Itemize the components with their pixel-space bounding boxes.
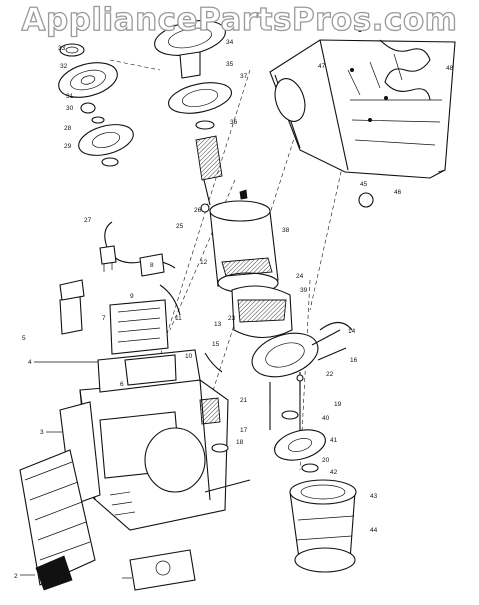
callout-37: 37 [240, 73, 248, 80]
callout-10: 10 [185, 353, 193, 360]
callout-41: 41 [330, 437, 338, 444]
callout-43: 43 [370, 493, 378, 500]
callout-32: 32 [60, 63, 68, 70]
top-housing [269, 27, 456, 179]
callout-36: 36 [230, 119, 238, 126]
callout-leaders [20, 169, 446, 579]
callout-40: 40 [322, 415, 330, 422]
callout-2: 2 [14, 573, 18, 580]
callout-16: 16 [350, 357, 358, 364]
callout-17: 17 [240, 427, 248, 434]
callout-8: 8 [150, 262, 154, 269]
callout-39: 39 [300, 287, 308, 294]
callout-42: 42 [330, 469, 338, 476]
callout-4: 4 [28, 359, 32, 366]
callout-6: 6 [120, 381, 124, 388]
callout-44: 44 [370, 527, 378, 534]
callout-34: 34 [226, 39, 234, 46]
callout-18: 18 [236, 439, 244, 446]
callout-27: 27 [84, 217, 92, 224]
callout-9: 9 [130, 293, 134, 300]
callout-47: 47 [318, 63, 326, 70]
callout-11: 11 [175, 315, 182, 322]
callout-12: 12 [200, 259, 208, 266]
small-hardware [204, 189, 374, 493]
callout-14: 14 [348, 328, 356, 335]
callout-22: 22 [326, 371, 334, 378]
collection-bag [19, 449, 96, 591]
callout-3: 3 [40, 429, 44, 436]
callout-15: 15 [212, 341, 220, 348]
callout-35: 35 [226, 61, 234, 68]
callout-23: 23 [228, 315, 236, 322]
end-bell-assembly [251, 321, 353, 473]
left-disc-stack [58, 43, 134, 167]
power-cord [59, 221, 181, 316]
callout-26: 26 [194, 207, 202, 214]
callout-28: 28 [64, 125, 72, 132]
upper-impeller-stack [154, 20, 232, 206]
lower-drum [289, 479, 357, 573]
callout-19: 19 [334, 401, 342, 408]
callout-7: 7 [102, 315, 106, 322]
bottom-plate [129, 549, 196, 591]
callout-labels: 2 3 4 5 6 7 8 9 10 11 12 13 14 15 16 17 … [14, 39, 454, 580]
callout-21: 21 [240, 397, 248, 404]
callout-38: 38 [282, 227, 290, 234]
callout-46: 46 [394, 189, 402, 196]
callout-31: 31 [66, 93, 74, 100]
callout-45: 45 [360, 181, 368, 188]
callout-30: 30 [66, 105, 74, 112]
callout-25: 25 [176, 223, 184, 230]
callout-48: 48 [446, 65, 454, 72]
callout-29: 29 [64, 143, 72, 150]
callout-24: 24 [296, 273, 304, 280]
callout-5: 5 [22, 335, 26, 342]
main-cabinet [59, 295, 229, 531]
callout-33: 33 [58, 45, 66, 52]
motor-assembly [200, 200, 293, 339]
callout-20: 20 [322, 457, 330, 464]
callout-13: 13 [214, 321, 222, 328]
